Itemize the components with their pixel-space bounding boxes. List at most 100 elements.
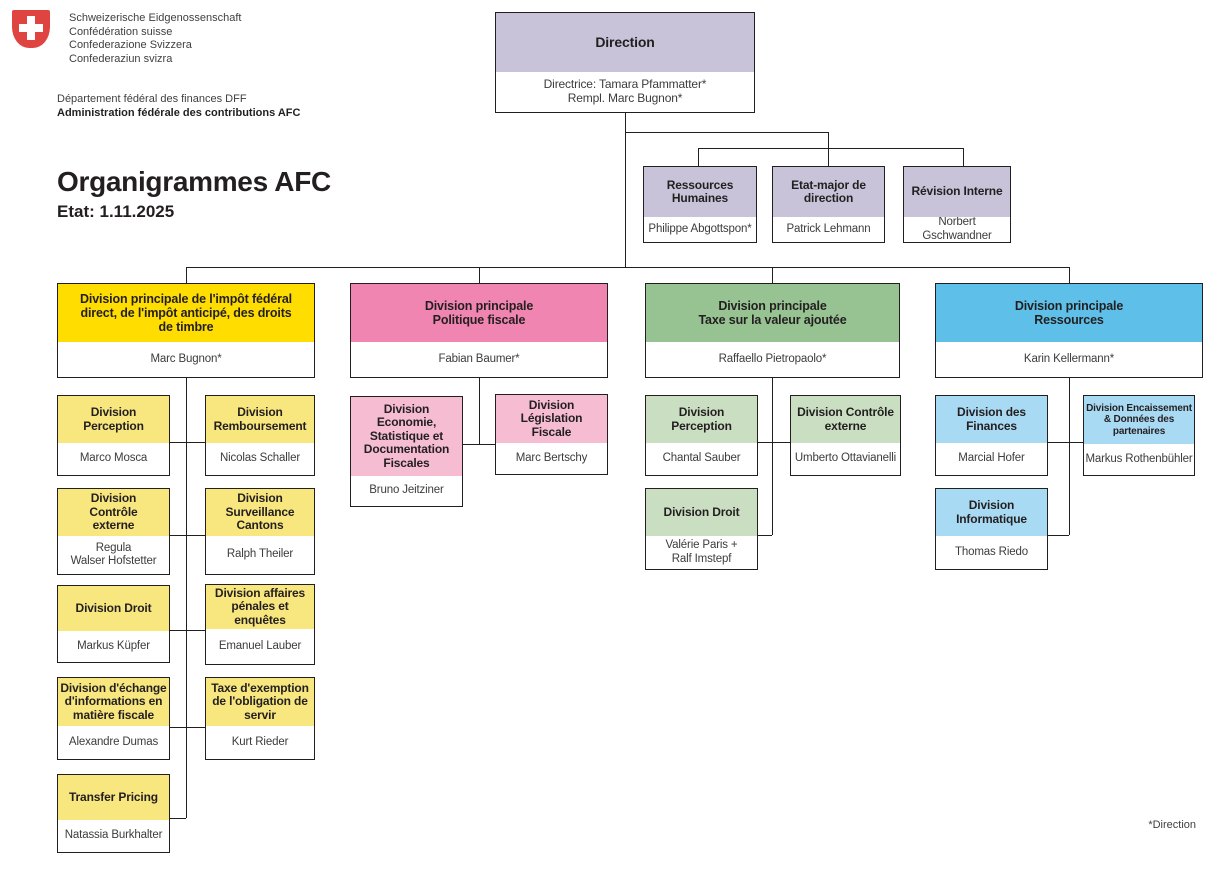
org-box-person: Marc Bertschy: [496, 443, 607, 474]
org-box-title: Division principale Politique fiscale: [351, 284, 607, 342]
swiss-coat-of-arms-icon: [12, 10, 50, 48]
org-box-person: Norbert Gschwandner: [904, 217, 1010, 242]
org-box-title: Direction: [496, 13, 754, 72]
confederation-line: Confederaziun svizra: [69, 52, 173, 65]
org-box-person: Karin Kellermann*: [936, 342, 1202, 377]
org-box-person: Marcial Hofer: [936, 443, 1047, 475]
org-box-title: Division Droit: [58, 586, 169, 631]
org-box-title: Division Contrôle externe: [791, 396, 900, 443]
confederation-line: Confédération suisse: [69, 25, 173, 38]
org-box-person: Valérie Paris + Ralf Imstepf: [646, 536, 757, 569]
org-box-division-echange-informations: Division d'échange d'informations en mat…: [57, 677, 170, 760]
org-box-title: Révision Interne: [904, 167, 1010, 217]
org-box-division-informatique: Division Informatique Thomas Riedo: [935, 488, 1048, 570]
connector-line: [625, 113, 626, 267]
org-box-title: Division Perception: [58, 396, 169, 443]
connector-line: [463, 444, 495, 445]
org-box-person: Regula Walser Hofstetter: [58, 536, 169, 574]
org-box-person: Emanuel Lauber: [206, 629, 314, 664]
org-box-title: Division Contrôle externe: [58, 489, 169, 536]
org-box-person: Marco Mosca: [58, 443, 169, 475]
org-box-dp-tva: Division principale Taxe sur la valeur a…: [645, 283, 900, 378]
org-box-taxe-exemption: Taxe d'exemption de l'obligation de serv…: [205, 677, 315, 760]
connector-line: [1048, 535, 1069, 536]
org-box-division-economie-statistique: Division Economie, Statistique et Docume…: [350, 396, 463, 507]
confederation-line: Confederazione Svizzera: [69, 39, 192, 51]
org-box-title: Division principale de l'impôt fédéral d…: [58, 284, 314, 342]
org-box-title: Division principale Taxe sur la valeur a…: [646, 284, 899, 342]
direction-footnote: *Direction: [1148, 819, 1196, 831]
org-box-title: Division Informatique: [936, 489, 1047, 536]
connector-line: [479, 267, 480, 283]
connector-line: [698, 148, 963, 149]
org-box-title: Taxe d'exemption de l'obligation de serv…: [206, 678, 314, 726]
org-box-person: Natassia Burkhalter: [58, 820, 169, 852]
connector-line: [170, 442, 205, 443]
connector-line: [828, 132, 829, 166]
connector-line: [698, 148, 699, 166]
org-box-title: Division Economie, Statistique et Docume…: [351, 397, 462, 476]
org-box-title: Ressources Humaines: [644, 167, 756, 217]
org-box-revision-interne: Révision Interne Norbert Gschwandner: [903, 166, 1011, 243]
org-box-ressources-humaines: Ressources Humaines Philippe Abgottspon*: [643, 166, 757, 243]
connector-line: [170, 535, 205, 536]
org-box-person: Markus Rothenbühler: [1084, 444, 1194, 475]
org-box-title: Division d'échange d'informations en mat…: [58, 678, 169, 726]
org-box-person: Fabian Baumer*: [351, 342, 607, 377]
org-box-division-droit-tva: Division Droit Valérie Paris + Ralf Imst…: [645, 488, 758, 570]
confederation-names: Schweizerische Eidgenossenschaft Confédé…: [69, 10, 241, 66]
connector-line: [758, 442, 790, 443]
org-box-title: Division Remboursement: [206, 396, 314, 443]
state-date: Etat: 1.11.2025: [57, 202, 175, 221]
org-box-title: Division principale Ressources: [936, 284, 1202, 342]
page-title: Organigrammes AFC: [57, 166, 331, 197]
org-box-title: Division Législation Fiscale: [496, 395, 607, 443]
org-box-title: Division des Finances: [936, 396, 1047, 443]
org-box-person: Kurt Rieder: [206, 726, 314, 759]
federal-logo: Schweizerische Eidgenossenschaft Confédé…: [12, 10, 241, 66]
org-box-dp-politique-fiscale: Division principale Politique fiscale Fa…: [350, 283, 608, 378]
org-box-title: Division Encaissement & Données des part…: [1084, 396, 1194, 444]
connector-line: [758, 535, 772, 536]
org-box-person: Chantal Sauber: [646, 443, 757, 475]
org-box-division-droit-difa: Division Droit Markus Küpfer: [57, 585, 170, 663]
org-box-direction: Direction Directrice: Tamara Pfammatter*…: [495, 12, 755, 113]
org-box-division-legislation-fiscale: Division Législation Fiscale Marc Bertsc…: [495, 394, 608, 475]
org-box-person: Philippe Abgottspon*: [644, 217, 756, 242]
connector-line: [625, 132, 828, 133]
org-box-division-remboursement: Division Remboursement Nicolas Schaller: [205, 395, 315, 476]
org-box-person: Nicolas Schaller: [206, 443, 314, 475]
org-box-title: Division Droit: [646, 489, 757, 536]
org-box-person: Bruno Jeitziner: [351, 476, 462, 506]
org-box-dp-ressources: Division principale Ressources Karin Kel…: [935, 283, 1203, 378]
connector-line: [772, 378, 773, 535]
org-box-etat-major: Etat-major de direction Patrick Lehmann: [772, 166, 885, 243]
connector-line: [1048, 442, 1083, 443]
org-box-division-controle-externe-tva: Division Contrôle externe Umberto Ottavi…: [790, 395, 901, 476]
org-box-title: Transfer Pricing: [58, 775, 169, 820]
org-box-division-perception-difa: Division Perception Marco Mosca: [57, 395, 170, 476]
org-box-person: Raffaello Pietropaolo*: [646, 342, 899, 377]
connector-line: [186, 267, 187, 283]
org-box-division-controle-externe-difa: Division Contrôle externe Regula Walser …: [57, 488, 170, 575]
org-box-person: Directrice: Tamara Pfammatter* Rempl. Ma…: [496, 72, 754, 112]
connector-line: [170, 630, 205, 631]
org-box-title: Division Surveillance Cantons: [206, 489, 314, 536]
org-box-transfer-pricing: Transfer Pricing Natassia Burkhalter: [57, 774, 170, 853]
org-box-person: Marc Bugnon*: [58, 342, 314, 377]
connector-line: [963, 148, 964, 166]
org-box-person: Alexandre Dumas: [58, 726, 169, 759]
org-box-division-encaissement: Division Encaissement & Données des part…: [1083, 395, 1195, 476]
connector-line: [772, 267, 773, 283]
org-box-division-finances: Division des Finances Marcial Hofer: [935, 395, 1048, 476]
org-box-person: Ralph Theiler: [206, 536, 314, 574]
org-box-dp-impot-federal: Division principale de l'impôt fédéral d…: [57, 283, 315, 378]
org-box-person: Thomas Riedo: [936, 536, 1047, 569]
org-box-division-perception-tva: Division Perception Chantal Sauber: [645, 395, 758, 476]
connector-line: [1069, 378, 1070, 535]
administration-name: Administration fédérale des contribution…: [57, 107, 301, 119]
org-box-title: Etat-major de direction: [773, 167, 884, 217]
connector-line: [170, 818, 186, 819]
confederation-line: Schweizerische Eidgenossenschaft: [69, 12, 242, 24]
department-block: Département fédéral des finances DFF Adm…: [57, 92, 300, 120]
